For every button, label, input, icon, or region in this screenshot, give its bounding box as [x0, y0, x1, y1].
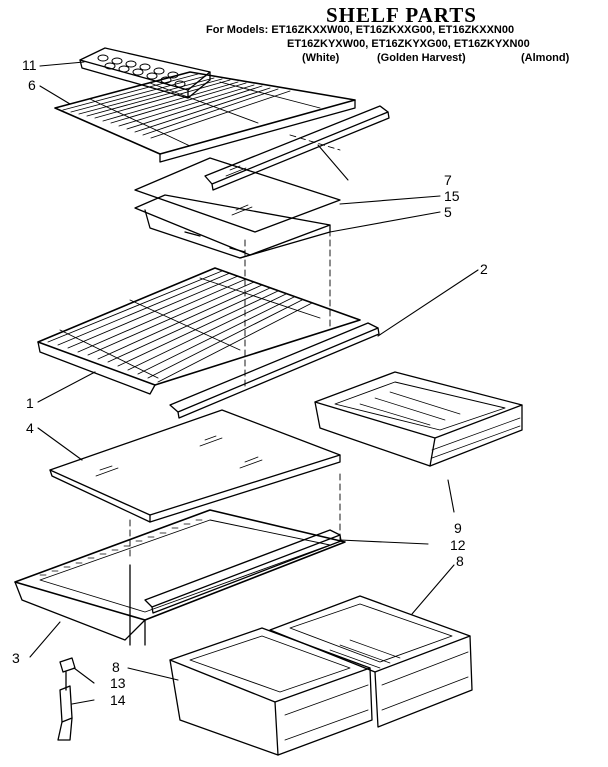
callout-2: 2 [480, 261, 488, 277]
callout-9: 9 [454, 520, 462, 536]
callout-5: 5 [444, 204, 452, 220]
glass-shelf-part [50, 410, 340, 522]
ice-tray-part [80, 48, 210, 98]
callout-15: 15 [444, 188, 460, 204]
callout-14: 14 [110, 692, 126, 708]
crisper-cover-frame-part [15, 510, 345, 645]
callout-11: 11 [22, 57, 37, 73]
fresh-food-wire-shelf-part [38, 268, 360, 394]
shelf-frame-part [135, 195, 330, 258]
crisper-divider-part [145, 530, 341, 613]
callout-12: 12 [450, 537, 466, 553]
shelf-front-trim-part [170, 323, 379, 418]
callout-8-upper: 8 [456, 553, 464, 569]
glass-insert-part [135, 158, 340, 232]
callout-1: 1 [26, 395, 34, 411]
freezer-wire-shelf-part [55, 72, 355, 162]
color-almond-label: (Almond) [521, 52, 570, 64]
color-white-label: (White) [302, 52, 340, 64]
models-line-1: For Models: ET16ZKXXW00, ET16ZKXXG00, ET… [206, 24, 515, 36]
color-golden-label: (Golden Harvest) [377, 52, 466, 64]
callout-8-lower: 8 [112, 659, 120, 675]
shelf-trim-part [205, 106, 389, 190]
assembly-guide-lines [130, 135, 340, 560]
leveling-leg-parts [58, 658, 75, 740]
callout-3: 3 [12, 650, 20, 666]
left-crisper-drawer-part [170, 628, 372, 755]
callout-4: 4 [26, 420, 34, 436]
small-crisper-drawer-part [315, 372, 522, 466]
callout-7: 7 [444, 172, 452, 188]
diagram-title: SHELF PARTS [326, 3, 477, 27]
callout-13: 13 [110, 675, 126, 691]
right-crisper-drawer-part [270, 596, 472, 727]
callout-6: 6 [28, 77, 36, 93]
callout-leader-lines [30, 62, 478, 704]
models-line-2: ET16ZKYXW00, ET16ZKYXG00, ET16ZKYXN00 [287, 38, 530, 50]
